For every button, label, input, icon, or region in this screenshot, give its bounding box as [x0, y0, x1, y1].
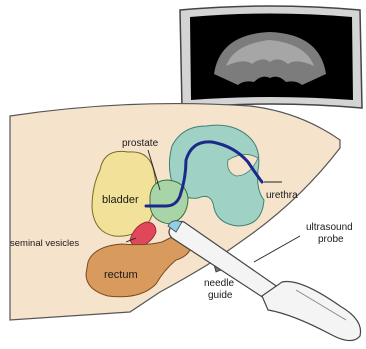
seminal-vesicles-label: seminal vesicles	[10, 238, 79, 249]
ultrasound-probe-label-line2: probe	[318, 234, 344, 245]
needle-guide-label-line2: guide	[208, 290, 233, 301]
probe-leader	[254, 236, 300, 262]
prostate-label: prostate	[122, 138, 159, 149]
bladder-label: bladder	[102, 194, 139, 206]
probe-handle	[262, 282, 361, 341]
ultrasound-monitor	[180, 6, 362, 108]
ultrasound-probe-label-line1: ultrasound	[306, 222, 353, 233]
needle-guide-label-line1: needle	[204, 278, 234, 289]
urethra-label: urethra	[266, 190, 298, 201]
rectum-label: rectum	[104, 269, 138, 281]
